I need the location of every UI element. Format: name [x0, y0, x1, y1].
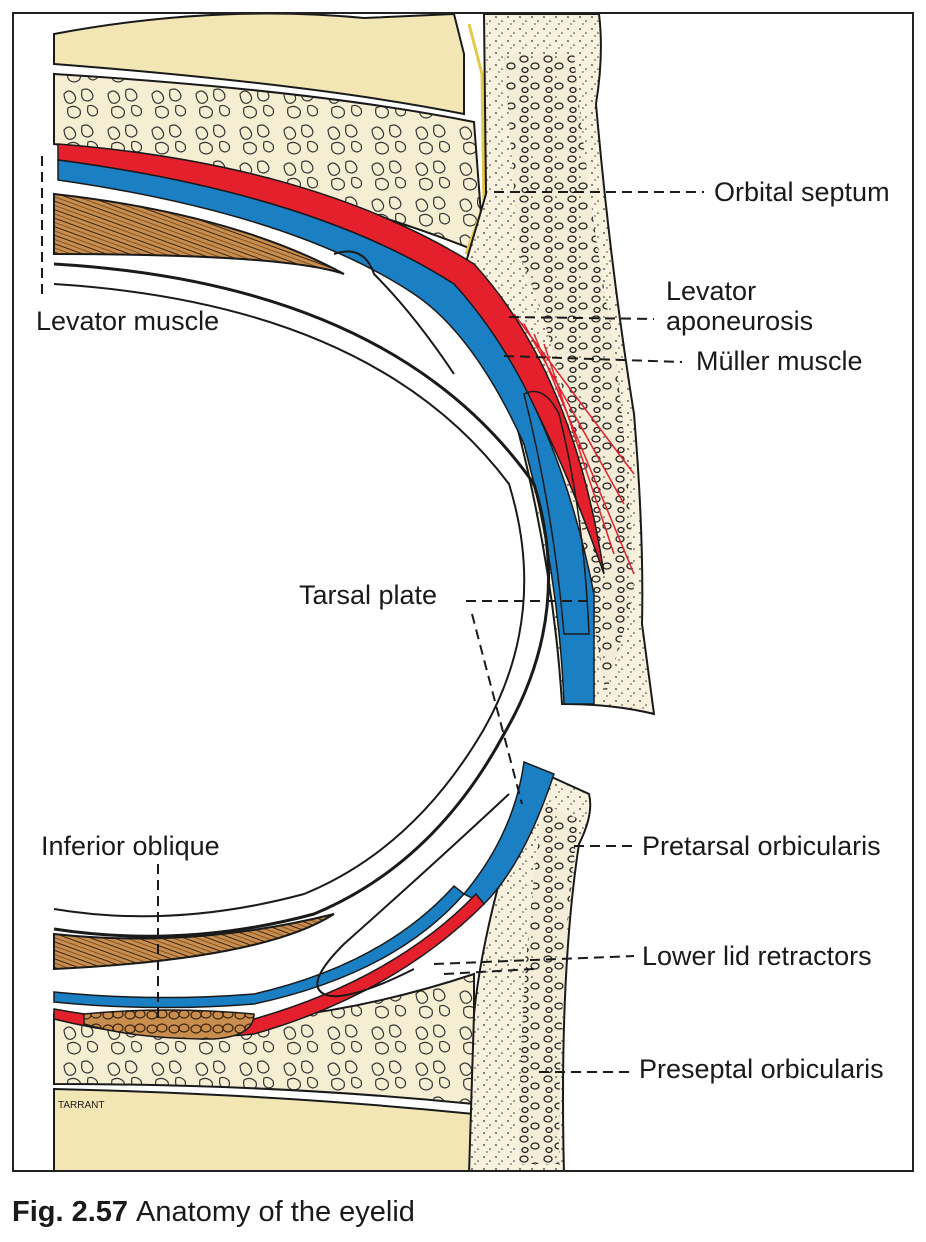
- lower-orbicularis: [519, 804, 579, 1164]
- lower-fornix: [316, 793, 510, 998]
- conjunctiva-upper-band: [57, 159, 595, 705]
- lower-muscle-shape: [53, 913, 335, 971]
- inferior-oblique-shape: [83, 1009, 255, 1040]
- label-preseptal-orbicularis: Preseptal orbicularis: [639, 1054, 884, 1084]
- muller-fibers: [513, 313, 635, 575]
- upper-orbital-roof: [53, 14, 465, 116]
- label-pretarsal-orbicularis: Pretarsal orbicularis: [642, 831, 881, 861]
- eyelid-anatomy-diagram: TARRANT: [41, 14, 704, 1170]
- signature: TARRANT: [58, 1100, 104, 1111]
- caption-number: Fig. 2.57: [12, 1196, 129, 1228]
- globe-outer-curve: [53, 262, 551, 938]
- globe-inner-curve: [53, 283, 526, 918]
- fornix-upper: [333, 250, 455, 375]
- label-levator-aponeurosis-2: aponeurosis: [666, 306, 814, 336]
- levator-muscle-shape: [53, 192, 345, 275]
- label-inferior-oblique: Inferior oblique: [41, 831, 220, 861]
- leader-levator-aponeurosis: [508, 316, 655, 320]
- leader-lines: [41, 156, 704, 1073]
- upper-orbicularis: [504, 54, 634, 694]
- label-levator-aponeurosis-1: Levator: [666, 276, 757, 306]
- lower-conjunctiva-band: [53, 884, 466, 1009]
- upper-tarsal-outline: [523, 390, 590, 635]
- label-muller-muscle: Müller muscle: [696, 346, 863, 376]
- caption-title: Anatomy of the eyelid: [136, 1196, 415, 1228]
- label-tarsal-plate: Tarsal plate: [299, 580, 438, 610]
- lower-orbital-floor: [53, 1087, 475, 1170]
- leader-tarsal-plate: [466, 600, 589, 805]
- label-lower-lid-retractors: Lower lid retractors: [642, 941, 872, 971]
- figure-frame: TARRANT Orbital septum Levator aponeuros…: [12, 12, 914, 1172]
- label-levator-muscle: Levator muscle: [36, 306, 220, 336]
- leader-muller: [503, 355, 683, 363]
- label-orbital-septum: Orbital septum: [714, 177, 890, 207]
- leader-lower-retractors: [433, 955, 635, 975]
